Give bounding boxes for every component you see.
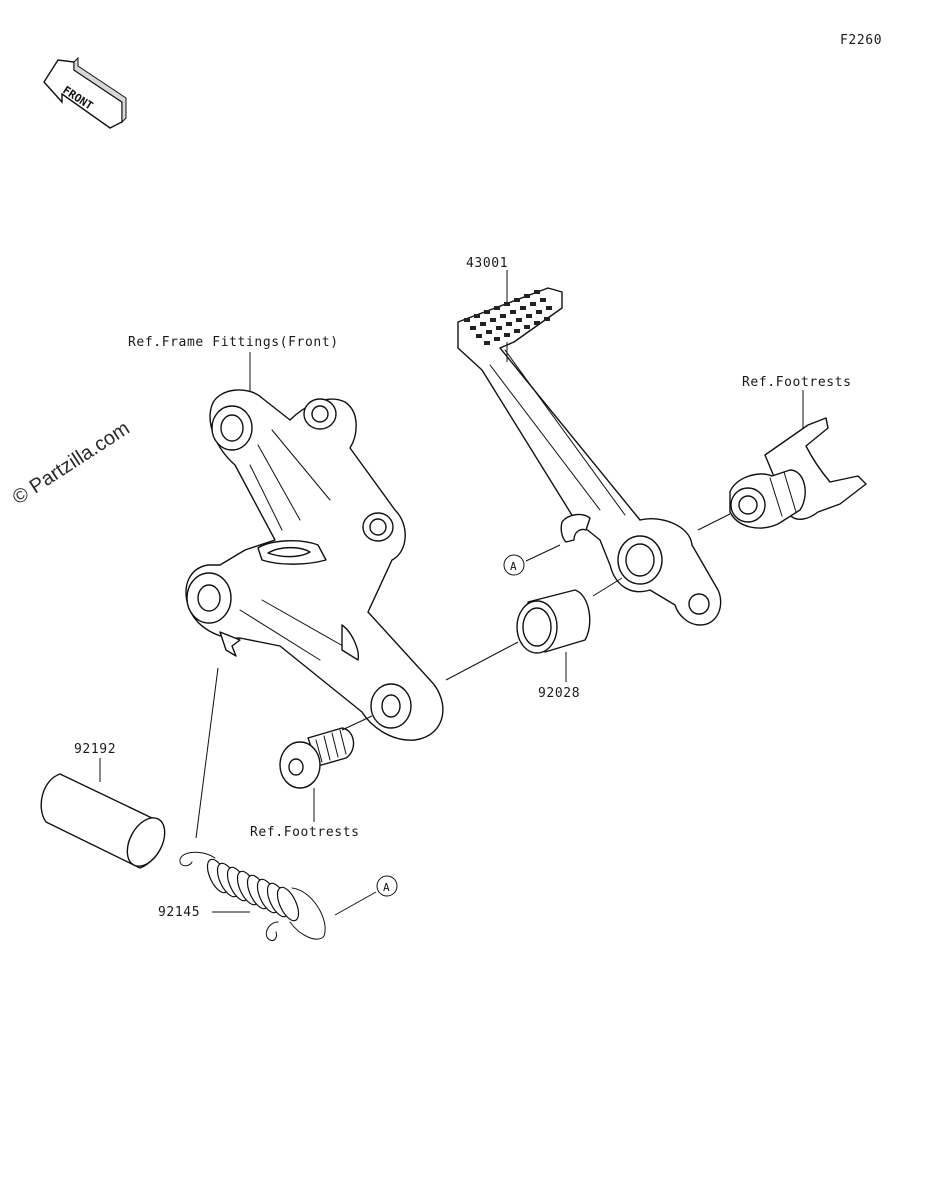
label-ref-footrests-lower: Ref.Footrests <box>250 825 360 840</box>
svg-text:A: A <box>383 881 390 894</box>
collar-92028 <box>516 589 591 654</box>
frame-bracket <box>185 389 444 741</box>
svg-text:A: A <box>510 560 517 573</box>
label-92028: 92028 <box>538 686 580 701</box>
label-43001: 43001 <box>466 256 508 271</box>
collar-92192 <box>40 773 166 869</box>
callout-a-lower: A <box>376 875 398 897</box>
front-arrow-icon: FRONT <box>43 56 127 129</box>
diagram-id: F2260 <box>840 33 882 48</box>
callout-a-upper: A <box>503 554 525 576</box>
shift-pedal <box>457 287 722 626</box>
bolt <box>279 727 355 789</box>
watermark: © Partzilla.com <box>9 417 134 509</box>
spring-92145 <box>179 851 326 941</box>
label-ref-footrests-upper: Ref.Footrests <box>742 375 852 390</box>
label-92145: 92145 <box>158 905 200 920</box>
label-ref-frame-fittings-front: Ref.Frame Fittings(Front) <box>128 335 339 350</box>
leader-lines <box>99 270 804 916</box>
footrest-clevis <box>729 417 867 529</box>
pedal-tread-pattern <box>464 290 552 345</box>
label-92192: 92192 <box>74 742 116 757</box>
